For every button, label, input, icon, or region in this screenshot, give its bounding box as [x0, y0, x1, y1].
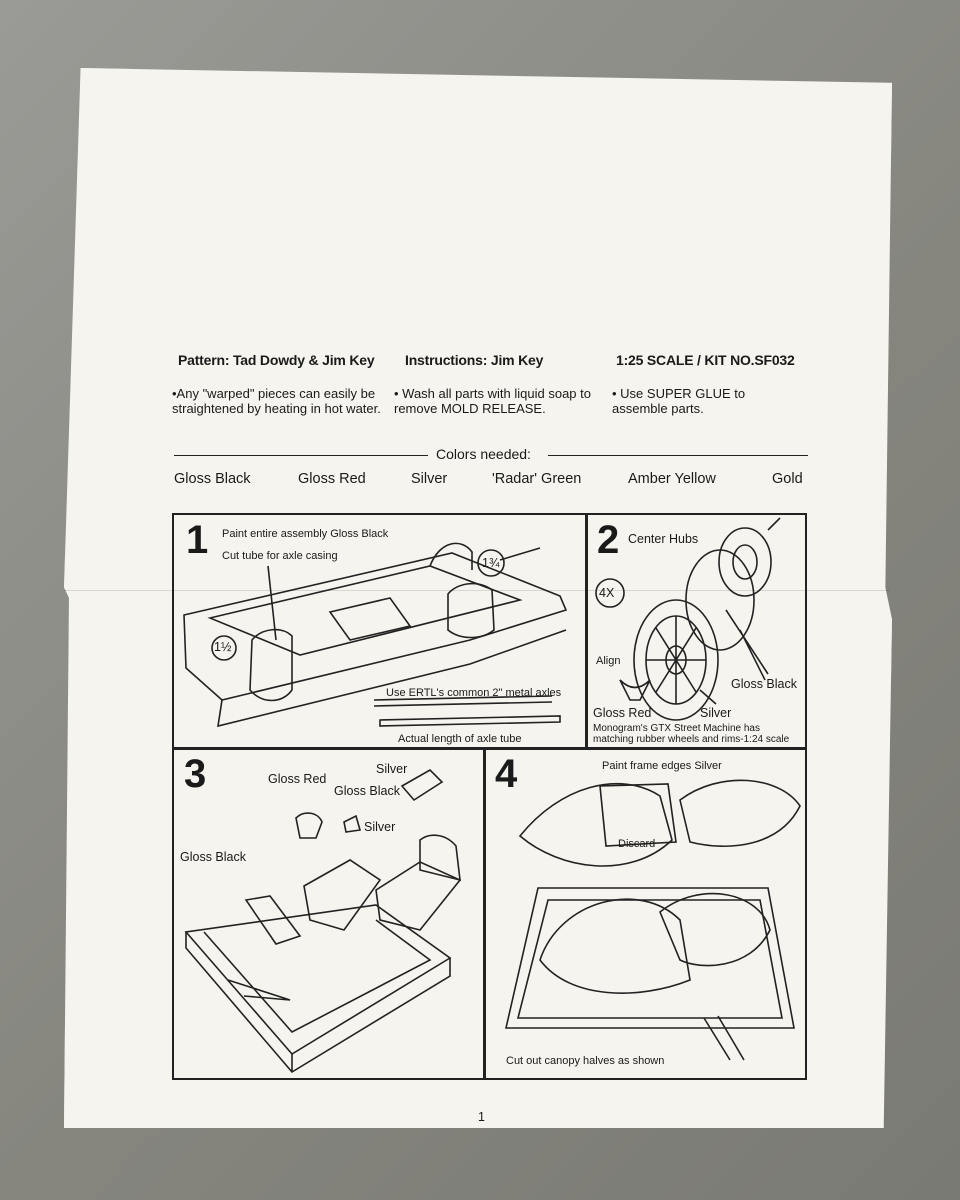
scale-kit-number: 1:25 SCALE / KIT NO.SF032 — [616, 352, 795, 368]
page-number: 1 — [478, 1110, 485, 1124]
instructions-credit: Instructions: Jim Key — [405, 352, 544, 368]
step-2-align: Align — [596, 655, 621, 667]
step-3-silver-top: Silver — [376, 762, 408, 776]
step-1-dimension-top: 1¾ — [482, 556, 500, 570]
step-2-number: 2 — [597, 518, 620, 562]
step-1-paint-note: Paint entire assembly Gloss Black — [222, 528, 389, 540]
color-gloss-black: Gloss Black — [174, 471, 251, 487]
step-1-number: 1 — [186, 518, 209, 562]
step-3-gloss-red: Gloss Red — [268, 772, 327, 786]
colors-title: Colors needed: — [436, 446, 531, 462]
step-2-panel — [585, 513, 807, 750]
pattern-credit: Pattern: Tad Dowdy & Jim Key — [178, 352, 375, 368]
color-radar-green: 'Radar' Green — [492, 471, 582, 487]
step-3-panel — [172, 747, 486, 1080]
wheel-drawing — [595, 517, 781, 721]
step-4-panel — [483, 747, 807, 1080]
step-1-tube-note: Actual length of axle tube — [398, 733, 522, 745]
step-4-cutout-note: Cut out canopy halves as shown — [506, 1055, 665, 1067]
note-warped: •Any "warped" pieces can easily be strai… — [172, 386, 381, 416]
step-4-number: 4 — [495, 752, 518, 796]
chassis-drawing — [183, 542, 568, 728]
step-1-cut-note: Cut tube for axle casing — [222, 550, 338, 562]
step-1-axle-note: Use ERTL's common 2" metal axles — [386, 687, 562, 699]
divider-left — [174, 455, 428, 456]
canopy-drawing — [504, 779, 801, 1061]
note-wash: • Wash all parts with liquid soap to rem… — [394, 386, 591, 416]
color-amber-yellow: Amber Yellow — [628, 471, 716, 487]
color-gloss-red: Gloss Red — [298, 471, 366, 487]
divider-right — [548, 455, 808, 456]
color-gold: Gold — [772, 471, 803, 487]
step-2-gloss-black: Gloss Black — [731, 677, 797, 691]
step-4-discard: Discard — [618, 838, 656, 850]
step-3-gloss-black-top: Gloss Black — [334, 784, 400, 798]
note-glue: • Use SUPER GLUE to assemble parts. — [612, 386, 746, 416]
step-2-gloss-red: Gloss Red — [593, 706, 652, 720]
step-2-silver: Silver — [700, 706, 732, 720]
color-silver: Silver — [411, 471, 448, 487]
interior-drawing — [184, 769, 462, 1074]
step-3-gloss-black-left: Gloss Black — [180, 850, 246, 864]
step-3-number: 3 — [184, 752, 207, 796]
step-4-frame-note: Paint frame edges Silver — [602, 760, 722, 772]
step-2-monogram-note: Monogram's GTX Street Machine has matchi… — [593, 723, 790, 745]
step-1-panel — [172, 513, 588, 750]
step-2-quantity: 4X — [599, 586, 615, 600]
step-3-silver-mid: Silver — [364, 820, 396, 834]
fold-line — [64, 590, 890, 591]
step-2-center-hubs: Center Hubs — [628, 532, 699, 546]
step-1-dimension-left: 1½ — [214, 640, 232, 654]
